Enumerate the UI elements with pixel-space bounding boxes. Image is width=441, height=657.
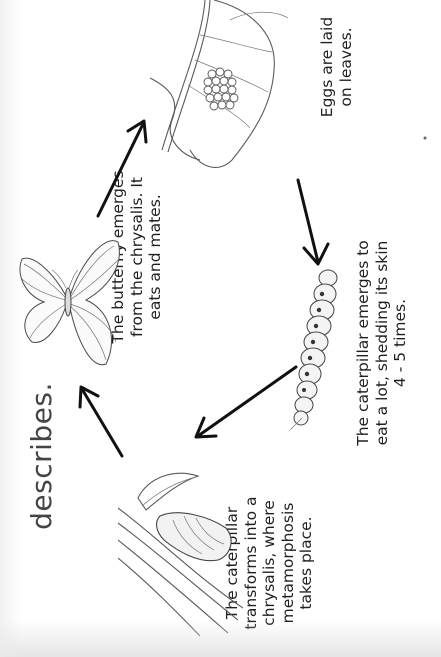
arrow-eggs-to-caterpillar (298, 180, 328, 264)
arrow-butterfly-to-eggs (98, 121, 146, 216)
page-speck (424, 137, 427, 140)
arrow-caterpillar-to-chrysalis (196, 367, 296, 437)
arrow-chrysalis-to-butterfly (80, 387, 122, 456)
